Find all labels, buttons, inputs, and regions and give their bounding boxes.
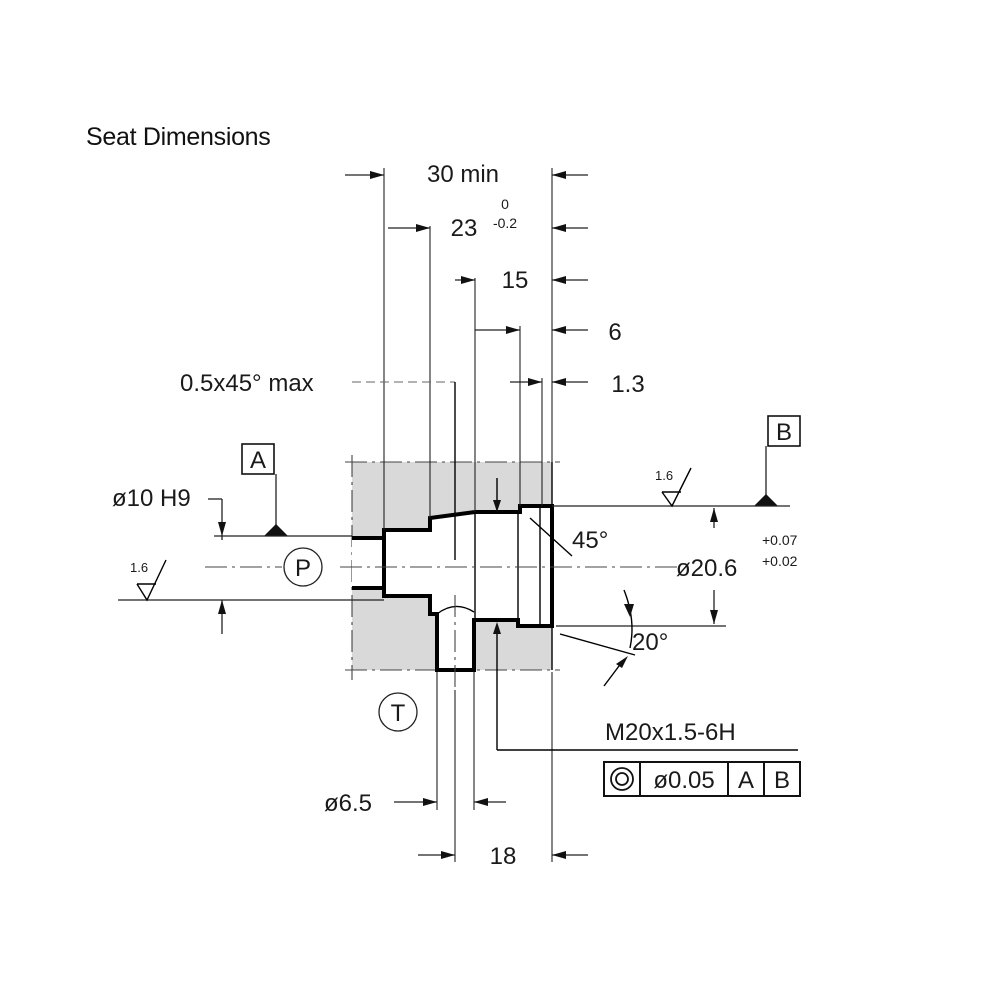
roughness-left-value: 1.6	[130, 560, 148, 575]
datum-a-box	[241, 443, 275, 475]
concentricity-icon	[610, 767, 634, 791]
dim-30-min: 30 min	[427, 161, 499, 188]
page-title: Seat Dimensions	[86, 123, 270, 151]
tolerance-datum-a: A	[738, 767, 754, 794]
dim-18: 18	[490, 843, 517, 870]
tolerance-frame-box	[603, 761, 801, 797]
dim-6: 6	[608, 319, 621, 346]
roughness-right-value: 1.6	[655, 468, 673, 483]
port-t-circle	[378, 692, 418, 732]
port-p-label: P	[295, 555, 311, 582]
tolerance-datum-b: B	[774, 767, 790, 794]
dim-23-tol-lower: -0.2	[493, 215, 517, 231]
angle-45-label: 45°	[572, 527, 608, 554]
roughness-left-icon	[136, 559, 167, 602]
thread-label: M20x1.5-6H	[605, 719, 736, 746]
bore-p-label: ø10 H9	[112, 485, 191, 512]
port-t-label: T	[391, 700, 406, 727]
chamfer-label: 0.5x45° max	[180, 370, 314, 397]
port-p-circle	[283, 547, 323, 587]
angle-20-label: 20°	[632, 629, 668, 656]
tolerance-frame: ø0.05 A B	[603, 761, 801, 797]
roughness-right-icon	[661, 467, 692, 508]
dim-23: 23	[451, 215, 478, 242]
diam-t-label: ø6.5	[324, 790, 372, 817]
datum-a-label: A	[250, 447, 266, 474]
right-annotations: B 1.6 ø20.6 +0.07 +0.02 45° 20°	[529, 415, 801, 687]
dim-23-tol-upper: 0	[501, 196, 509, 212]
dim-1-3: 1.3	[611, 371, 644, 398]
tolerance-value: ø0.05	[653, 767, 714, 794]
diam-20-6-tol-lower: +0.02	[762, 553, 798, 569]
diam-20-6-label: ø20.6	[676, 555, 737, 582]
bottom-annotations: T ø6.5 18 M20x1.5-6H	[324, 622, 801, 870]
datum-b-label: B	[776, 419, 792, 446]
left-annotations: A ø10 H9 P 1.6	[112, 443, 384, 634]
datum-a-triangle	[264, 524, 288, 536]
diam-20-6-tol-upper: +0.07	[762, 532, 798, 548]
top-dimensions: 30 min 23 0 -0.2 15 6 1.3 0.5x45° max	[180, 161, 645, 560]
dim-15: 15	[502, 267, 529, 294]
datum-b-box	[767, 415, 801, 447]
datum-b-triangle	[754, 494, 778, 506]
